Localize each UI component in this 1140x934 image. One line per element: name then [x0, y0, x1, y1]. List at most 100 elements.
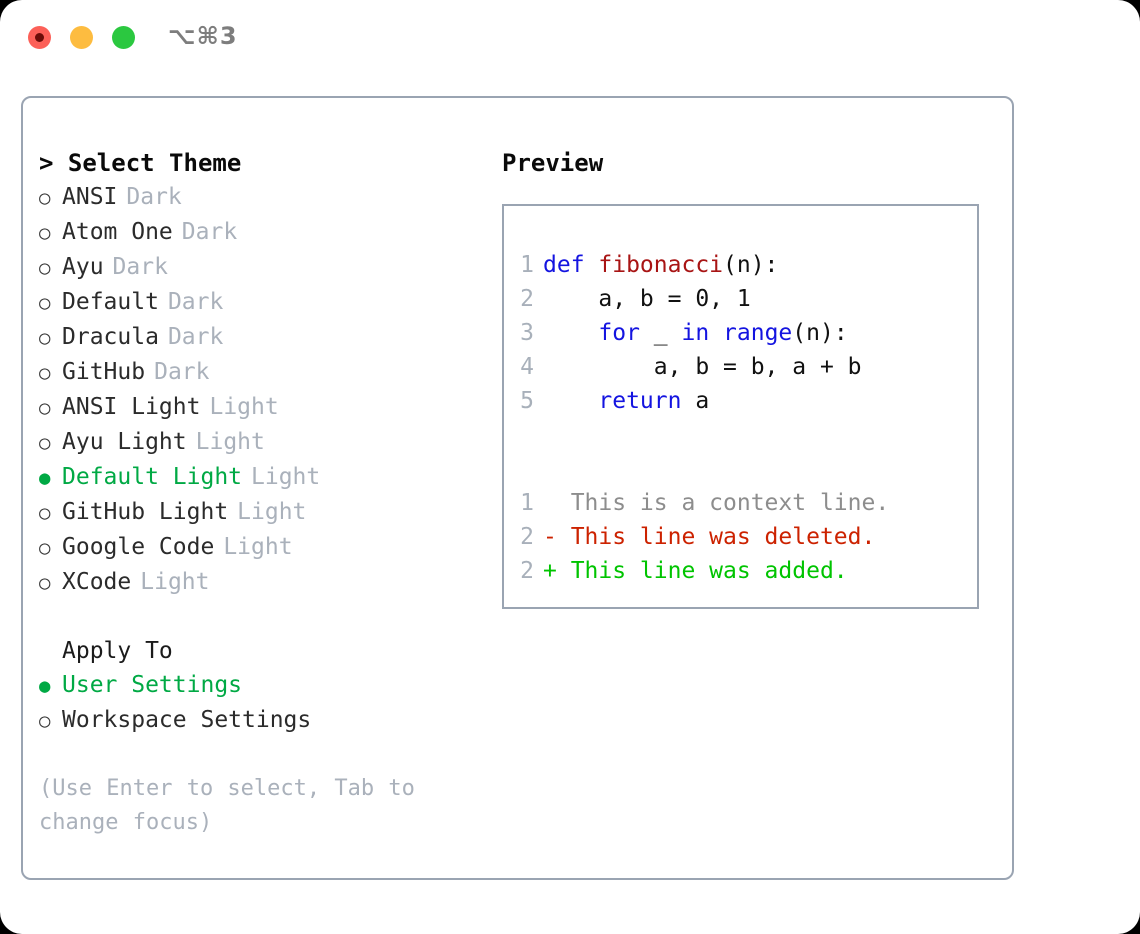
theme-name-label: ANSI Light: [62, 394, 201, 420]
theme-name-label: ANSI: [62, 184, 118, 210]
theme-variant-badge: Dark: [126, 184, 182, 210]
theme-list-item[interactable]: ○ XCode Light: [39, 565, 489, 600]
diff-line: 2 - This line was deleted.: [520, 520, 889, 554]
theme-name-label: GitHub Light: [62, 499, 229, 525]
code-line: 4 a, b = b, a + b: [520, 350, 889, 384]
line-number: 1: [520, 252, 534, 278]
code-token: (n):: [723, 252, 779, 278]
diff-text: + This line was added.: [543, 558, 848, 584]
code-token: (n):: [792, 320, 848, 346]
minimize-button[interactable]: [70, 26, 93, 49]
code-line: 2 a, b = 0, 1: [520, 282, 889, 316]
radio-selected-icon[interactable]: ●: [39, 467, 51, 489]
code-blank-line: [520, 418, 889, 452]
theme-list-item[interactable]: ○ ANSI Dark: [39, 180, 489, 215]
diff-line: 1 This is a context line.: [520, 486, 889, 520]
preview-column: Preview: [502, 146, 992, 180]
theme-list-item[interactable]: ○ Ayu Dark: [39, 250, 489, 285]
zoom-button[interactable]: [112, 26, 135, 49]
theme-variant-badge: Light: [251, 464, 321, 490]
code-token: a: [681, 388, 710, 414]
theme-list-item[interactable]: ○ Dracula Dark: [39, 320, 489, 355]
code-line: 1 def fibonacci(n):: [520, 248, 889, 282]
code-token: _: [639, 320, 682, 346]
theme-list-item[interactable]: ○ Ayu Light Light: [39, 425, 489, 460]
apply-to-item[interactable]: ○ Workspace Settings: [39, 703, 489, 738]
close-button[interactable]: [28, 26, 51, 49]
code-token: return: [598, 388, 682, 414]
theme-list-item[interactable]: ○ GitHub Light Light: [39, 495, 489, 530]
theme-list-item[interactable]: ○ ANSI Light Light: [39, 390, 489, 425]
apply-to-item[interactable]: ●User Settings: [39, 668, 489, 703]
line-number: 1: [520, 490, 534, 516]
code-token: a, b = b, a + b: [543, 354, 862, 380]
theme-variant-badge: Dark: [167, 324, 224, 350]
radio-unselected-icon[interactable]: ○: [39, 362, 51, 384]
code-blank-line: [520, 452, 889, 486]
code-token: def: [543, 252, 599, 278]
theme-variant-badge: Dark: [181, 219, 238, 245]
code-token: range: [723, 320, 793, 346]
code-token: fibonacci: [598, 252, 724, 278]
line-number: 4: [520, 354, 534, 380]
theme-list-item[interactable]: ○ Google Code Light: [39, 530, 489, 565]
radio-unselected-icon[interactable]: ○: [39, 187, 51, 209]
code-token: [709, 320, 723, 346]
theme-variant-badge: Light: [195, 429, 265, 455]
radio-unselected-icon[interactable]: ○: [39, 572, 51, 594]
theme-variant-badge: Dark: [112, 254, 168, 280]
theme-name-label: Ayu Light: [62, 429, 187, 455]
theme-name-label: XCode: [62, 569, 132, 595]
title-bar: ⌥⌘3: [0, 0, 1140, 76]
apply-to-header: Apply To: [62, 638, 173, 664]
line-number: 5: [520, 388, 534, 414]
radio-unselected-icon[interactable]: ○: [39, 432, 51, 454]
radio-unselected-icon[interactable]: ○: [39, 327, 51, 349]
keyboard-shortcut-label: ⌥⌘3: [168, 22, 238, 50]
theme-name-label: Atom One: [62, 219, 173, 245]
radio-unselected-icon[interactable]: ○: [39, 257, 51, 279]
code-token: for: [598, 320, 640, 346]
theme-name-label: Default Light: [62, 464, 243, 490]
line-number: 2: [520, 524, 534, 550]
theme-variant-badge: Light: [237, 499, 307, 525]
theme-name-label: Dracula: [62, 324, 159, 350]
radio-unselected-icon[interactable]: ○: [39, 292, 51, 314]
window-traffic-lights: [28, 26, 135, 49]
theme-variant-badge: Light: [209, 394, 279, 420]
radio-unselected-icon[interactable]: ○: [39, 537, 51, 559]
line-number: 3: [520, 320, 534, 346]
theme-list-item[interactable]: ○ Atom One Dark: [39, 215, 489, 250]
theme-list-item[interactable]: ● Default Light Light: [39, 460, 489, 495]
code-line: 5 return a: [520, 384, 889, 418]
theme-name-label: Google Code: [62, 534, 215, 560]
code-token: in: [681, 320, 710, 346]
theme-variant-badge: Light: [223, 534, 293, 560]
keyboard-hint-text: (Use Enter to select, Tab to change focu…: [39, 776, 415, 835]
diff-line: 2 + This line was added.: [520, 554, 889, 588]
code-token: [543, 388, 598, 414]
theme-name-label: Default: [62, 289, 159, 315]
theme-list-item[interactable]: ○ Default Dark: [39, 285, 489, 320]
radio-unselected-icon[interactable]: ○: [39, 710, 51, 732]
theme-variant-badge: Light: [140, 569, 210, 595]
line-number: 2: [520, 558, 534, 584]
radio-unselected-icon[interactable]: ○: [39, 502, 51, 524]
apply-to-label: Workspace Settings: [62, 707, 312, 733]
select-theme-header: > Select Theme: [39, 149, 242, 177]
diff-text: - This line was deleted.: [543, 524, 876, 550]
theme-variant-badge: Dark: [167, 289, 224, 315]
radio-selected-icon[interactable]: ●: [39, 675, 51, 697]
theme-name-label: Ayu: [62, 254, 104, 280]
radio-unselected-icon[interactable]: ○: [39, 222, 51, 244]
apply-to-list[interactable]: ●User Settings ○ Workspace Settings: [39, 668, 489, 738]
radio-unselected-icon[interactable]: ○: [39, 397, 51, 419]
preview-header: Preview: [502, 149, 604, 177]
